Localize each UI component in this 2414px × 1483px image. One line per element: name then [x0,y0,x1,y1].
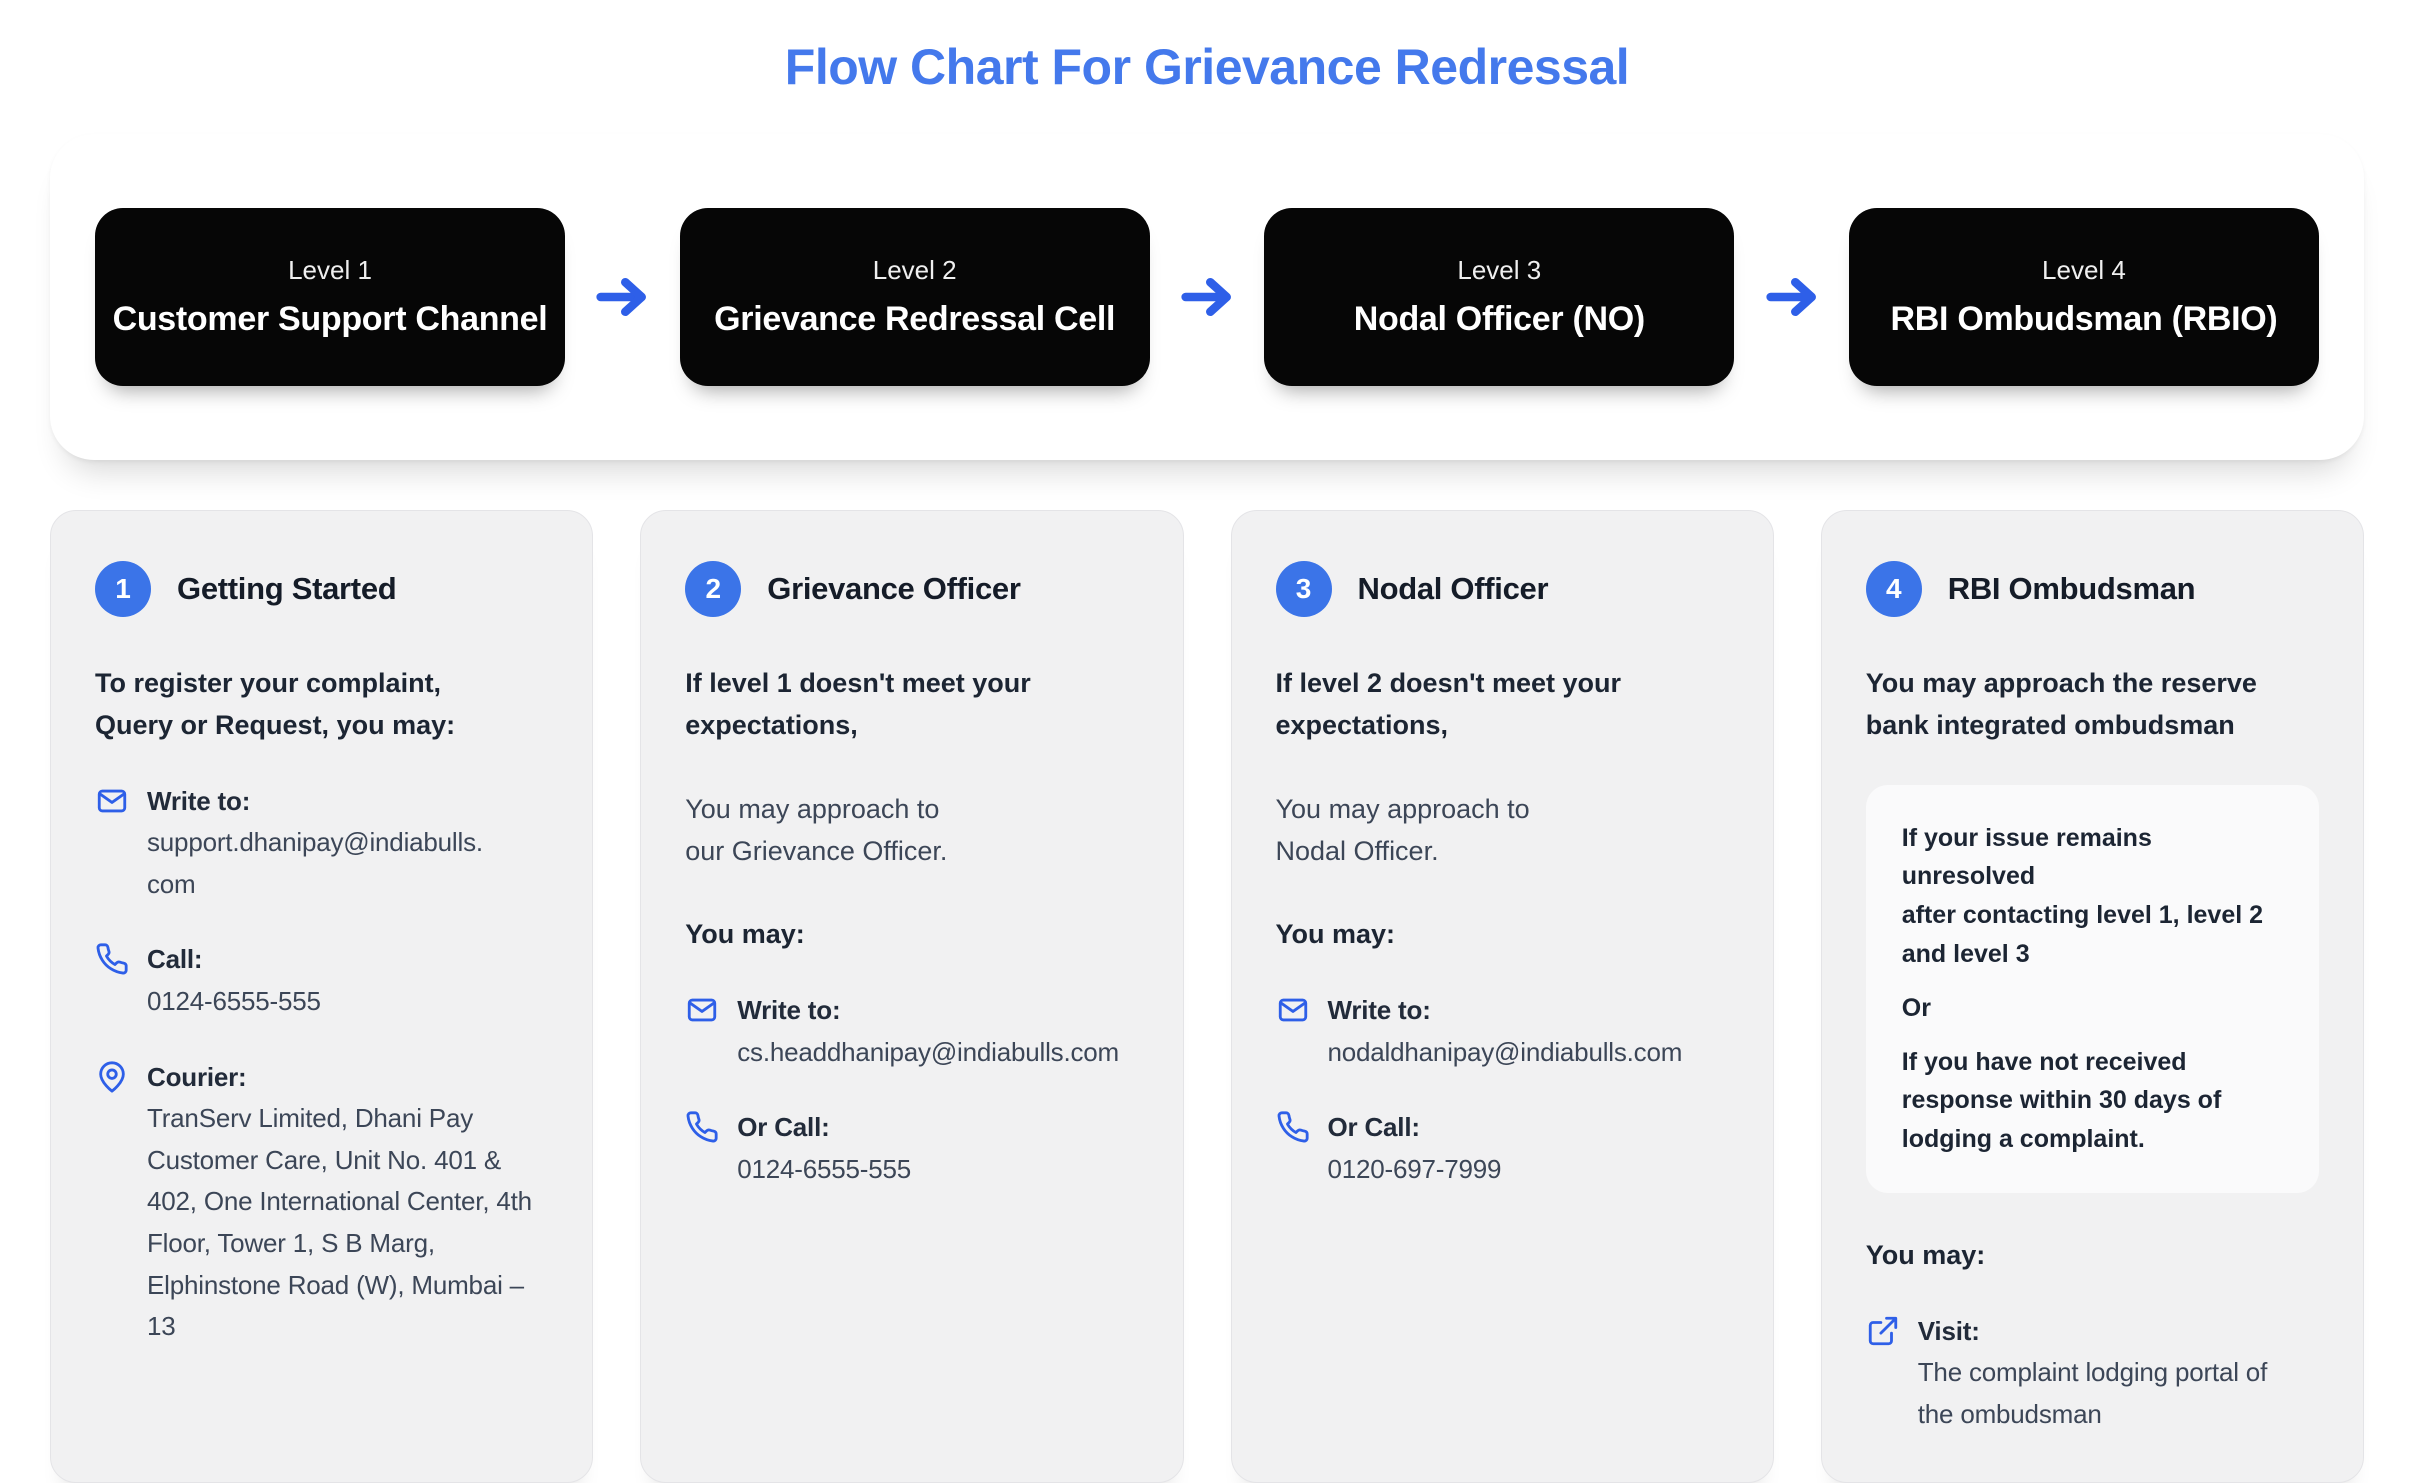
card-nodal-officer: 3 Nodal Officer If level 2 doesn't meet … [1230,510,1774,1483]
contact-label: Courier: [147,1061,247,1092]
contact-value: TranServ Limited, Dhani Pay Customer Car… [147,1103,532,1342]
level-box-1: Level 1 Customer Support Channel [95,208,565,386]
note-or-label: Or [1901,993,1931,1022]
level-name: Grievance Redressal Cell [714,300,1116,338]
arrow-right-icon [1763,274,1821,320]
mail-icon [685,993,719,1027]
step-number-badge: 3 [1275,561,1332,617]
card-header: 2 Grievance Officer [685,561,1138,617]
card-condition-text: If level 2 doesn't meet your expectation… [1275,668,1622,740]
flow-chart-panel: Level 1 Customer Support Channel Level 2… [50,134,2364,460]
contact-label: Or Call: [737,1112,830,1143]
external-link-icon [1866,1314,1900,1348]
contact-label: Write to: [1327,995,1431,1026]
contact-label: Or Call: [1327,1112,1421,1143]
card-header: 4 RBI Ombudsman [1865,561,2319,617]
contact-value: 0124-6555-555 [147,986,321,1017]
contact-item: Call: 0124-6555-555 [95,939,548,1022]
phone-icon [685,1110,719,1144]
page-title: Flow Chart For Grievance Redressal [784,39,1630,95]
step-number-badge: 4 [1865,561,1922,617]
card-title: Nodal Officer [1357,571,1549,606]
level-label: Level 4 [2042,255,2126,285]
level-box-4: Level 4 RBI Ombudsman (RBIO) [1848,208,2319,386]
contact-item: Visit: The complaint lodging portal of t… [1866,1311,2319,1436]
steps-row: 1 Getting Started To register your compl… [50,510,2364,1483]
location-pin-icon [95,1060,129,1094]
card-grievance-officer: 2 Grievance Officer If level 1 doesn't m… [640,510,1184,1483]
contact-value: The complaint lodging portal of the ombu… [1917,1357,2268,1429]
mail-icon [95,784,129,818]
phone-icon [95,942,129,976]
contact-label: Call: [147,944,203,975]
card-approach-text: You may approach to Nodal Officer. [1275,793,1530,866]
contact-label: Write to: [737,995,841,1026]
contact-value: nodaldhanipay@indiabulls.com [1327,1036,1683,1067]
contact-value: cs.headdhanipay@indiabulls.com [737,1036,1119,1067]
card-approach-text: You may approach to our Grievance Office… [685,793,948,866]
you-may-label: You may: [685,919,805,950]
you-may-label: You may: [1275,919,1396,950]
card-title: RBI Ombudsman [1947,571,2196,606]
contact-item: Or Call: 0124-6555-555 [685,1107,1138,1190]
contact-item: Write to: support.dhanipay@indiabulls. c… [95,781,548,906]
contact-value: 0120-697-7999 [1327,1154,1502,1184]
card-rbi-ombudsman: 4 RBI Ombudsman You may approach the res… [1820,510,2364,1483]
card-lead-text: You may approach the reserve bank integr… [1865,668,2257,740]
step-number-badge: 1 [95,561,151,617]
level-label: Level 1 [288,255,372,285]
contact-item: Write to: nodaldhanipay@indiabulls.com [1276,990,1729,1073]
mail-icon [1276,993,1310,1027]
contact-item: Write to: cs.headdhanipay@indiabulls.com [685,990,1138,1073]
card-getting-started: 1 Getting Started To register your compl… [50,510,594,1483]
phone-icon [1276,1110,1310,1144]
you-may-label: You may: [1865,1239,1986,1270]
arrow-right-icon [593,274,651,320]
card-title: Getting Started [177,571,397,606]
level-name: Customer Support Channel [112,300,548,338]
card-header: 1 Getting Started [95,561,548,617]
level-name: RBI Ombudsman (RBIO) [1890,300,2278,338]
card-condition-text: If level 1 doesn't meet your expectation… [685,668,1031,740]
contact-value: 0124-6555-555 [737,1154,912,1184]
contact-label: Visit: [1917,1315,1980,1346]
note-condition-1: If your issue remains unresolved after c… [1901,823,2264,968]
level-label: Level 2 [872,255,957,285]
card-lead-text: To register your complaint, Query or Req… [95,668,456,740]
step-number-badge: 2 [685,561,742,617]
contact-label: Write to: [147,785,251,816]
card-title: Grievance Officer [767,571,1021,606]
level-label: Level 3 [1457,255,1542,285]
note-condition-2: If you have not received response within… [1901,1047,2222,1154]
level-name: Nodal Officer (NO) [1353,300,1645,338]
contact-item: Courier: TranServ Limited, Dhani Pay Cus… [95,1057,548,1348]
level-box-2: Level 2 Grievance Redressal Cell [679,208,1150,386]
contact-item: Or Call: 0120-697-7999 [1276,1107,1729,1190]
arrow-right-icon [1178,274,1236,320]
card-header: 3 Nodal Officer [1275,561,1729,617]
level-box-3: Level 3 Nodal Officer (NO) [1264,208,1735,386]
escalation-note-box: If your issue remains unresolved after c… [1865,784,2319,1193]
contact-value: support.dhanipay@indiabulls. com [147,827,483,899]
